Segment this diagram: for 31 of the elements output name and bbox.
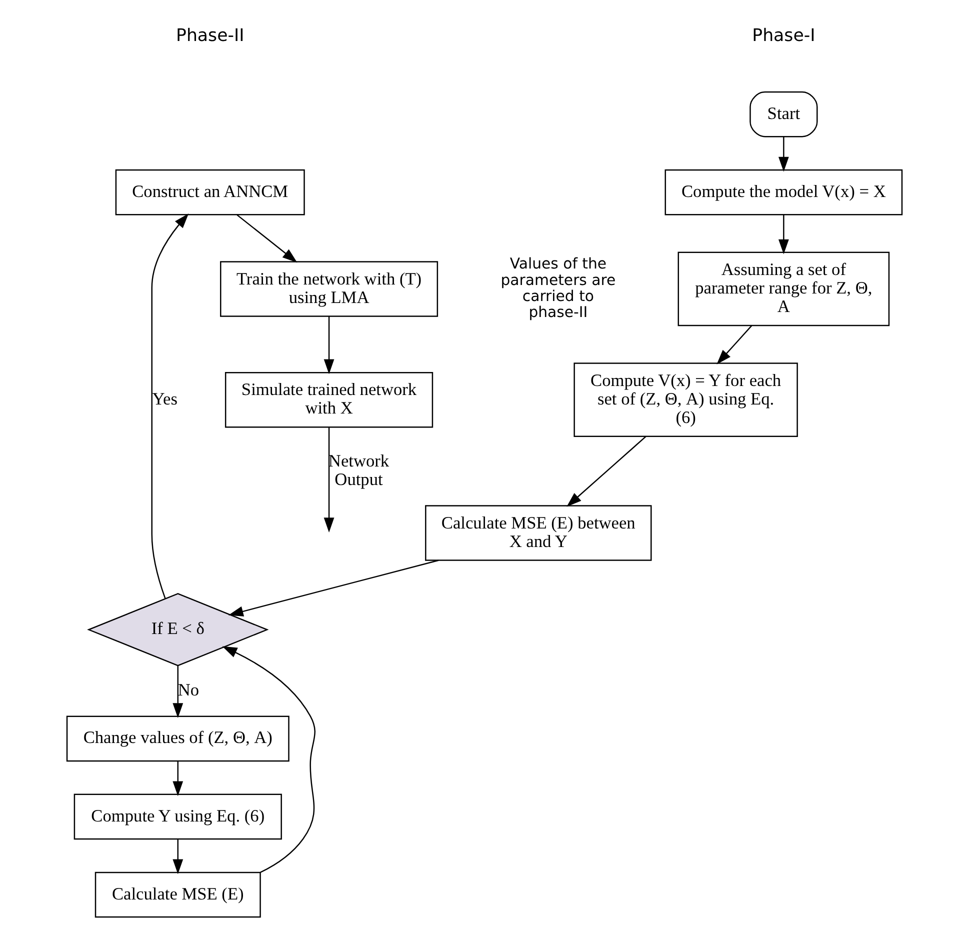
node-box: Assuming a set of parameter range for Z, Θ, A [677, 251, 890, 326]
node-box: Compute V(x) = Y for each set of (Z, Θ, A) using Eq. (6) [573, 362, 798, 436]
label: Phase-II [175, 25, 244, 46]
arrow [228, 559, 438, 616]
node-box: Train the network with (T) using LMA [220, 260, 438, 316]
arrow [716, 324, 752, 364]
arrow [566, 435, 646, 506]
arrow [323, 426, 334, 532]
node-box: Construct an ANNCM [114, 168, 304, 215]
edge-label: No [177, 680, 199, 700]
node-box: Compute Y using Eq. (6) [73, 793, 282, 840]
arrow [323, 316, 334, 374]
arrow [172, 665, 183, 718]
node-box: Calculate MSE (E) between X and Y [424, 504, 652, 560]
arrow [172, 838, 183, 874]
arrow [222, 646, 315, 872]
node-box: Calculate MSE (E) [94, 871, 260, 918]
arrow [150, 212, 188, 598]
node-box: Change values of (Z, Θ, A) [66, 715, 289, 762]
edge-label: Network Output [328, 450, 389, 488]
node-diamond: If E < δ [86, 592, 268, 666]
label: Values of the parameters are carried to phase-II [500, 254, 616, 320]
edge-label: Yes [152, 388, 177, 408]
node-box: Compute the model V(x) = X [664, 168, 902, 215]
arrow [236, 214, 297, 262]
arrow [778, 214, 788, 254]
node-box: Start [749, 90, 818, 137]
node-box: Simulate trained network with X [224, 371, 433, 428]
arrow [172, 760, 183, 796]
arrow [778, 136, 788, 172]
label: Phase-I [752, 25, 815, 46]
